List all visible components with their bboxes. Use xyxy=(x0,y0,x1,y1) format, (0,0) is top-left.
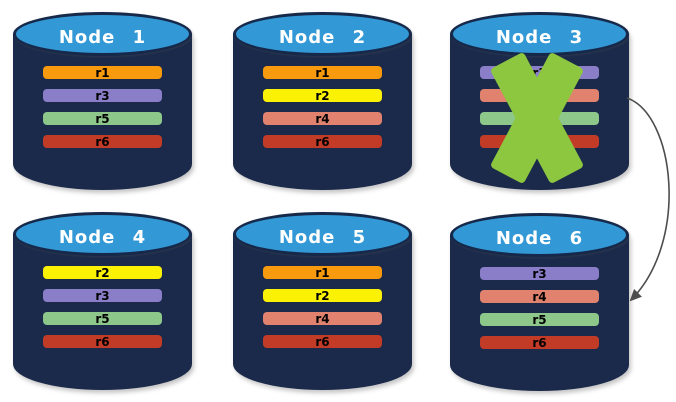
replica-list: r1 r3 r5 r6 xyxy=(43,66,162,148)
db-node: r3 r4 r5 r6 Node 3 xyxy=(450,12,629,190)
replica-label: r3 xyxy=(95,88,110,103)
replica-label: r6 xyxy=(95,134,110,149)
node-title: Node 6 xyxy=(495,227,584,249)
replica-bar: r5 xyxy=(43,112,162,125)
replica-bar: r1 xyxy=(263,66,382,79)
cylinder-top: Node 4 xyxy=(13,212,192,256)
replica-label: r4 xyxy=(532,88,547,103)
cylinder-top: Node 2 xyxy=(233,12,412,56)
replica-list: r2 r3 r5 r6 xyxy=(43,266,162,348)
replica-bar: r6 xyxy=(43,135,162,148)
replica-label: r5 xyxy=(95,311,110,326)
replica-bar: r2 xyxy=(263,89,382,102)
cylinder-top: Node 5 xyxy=(233,212,412,256)
replica-bar: r6 xyxy=(43,335,162,348)
db-node: r1 r2 r4 r6 Node 2 xyxy=(233,12,412,190)
replica-label: r6 xyxy=(532,335,547,350)
replica-bar: r6 xyxy=(263,135,382,148)
replica-bar: r6 xyxy=(480,135,599,148)
node-title: Node 2 xyxy=(278,26,367,48)
node-title: Node 4 xyxy=(58,226,147,248)
cylinder-top: Node 3 xyxy=(450,12,629,56)
replica-label: r1 xyxy=(315,265,330,280)
replica-label: r4 xyxy=(315,311,330,326)
replica-label: r1 xyxy=(315,65,330,80)
replica-bar: r2 xyxy=(263,289,382,302)
replica-label: r2 xyxy=(95,265,110,280)
replica-label: r4 xyxy=(532,289,547,304)
replica-label: r3 xyxy=(532,65,547,80)
replica-bar: r6 xyxy=(263,335,382,348)
replica-label: r5 xyxy=(532,312,547,327)
cylinder-top: Node 1 xyxy=(13,12,192,56)
replica-bar: r4 xyxy=(263,312,382,325)
replica-bar: r3 xyxy=(480,267,599,280)
replica-bar: r3 xyxy=(480,66,599,79)
replica-bar: r1 xyxy=(263,266,382,279)
replica-bar: r5 xyxy=(480,313,599,326)
replica-label: r6 xyxy=(532,134,547,149)
replica-bar: r3 xyxy=(43,289,162,302)
replica-list: r3 r4 r5 r6 xyxy=(480,66,599,148)
replica-bar: r5 xyxy=(43,312,162,325)
node-title: Node 1 xyxy=(58,26,147,48)
replica-label: r5 xyxy=(95,111,110,126)
db-node: r1 r2 r4 r6 Node 5 xyxy=(233,212,412,390)
replica-label: r2 xyxy=(315,288,330,303)
replica-label: r4 xyxy=(315,111,330,126)
replica-label: r5 xyxy=(532,111,547,126)
replica-label: r1 xyxy=(95,65,110,80)
node-title: Node 5 xyxy=(278,226,367,248)
replica-bar: r4 xyxy=(480,89,599,102)
replica-bar: r2 xyxy=(43,266,162,279)
replica-label: r2 xyxy=(315,88,330,103)
replica-label: r3 xyxy=(532,266,547,281)
replica-list: r3 r4 r5 r6 xyxy=(480,267,599,349)
replica-bar: r1 xyxy=(43,66,162,79)
replica-list: r1 r2 r4 r6 xyxy=(263,266,382,348)
node-title: Node 3 xyxy=(495,26,584,48)
replica-list: r1 r2 r4 r6 xyxy=(263,66,382,148)
db-node: r3 r4 r5 r6 Node 6 xyxy=(450,213,629,391)
db-node: r1 r3 r5 r6 Node 1 xyxy=(13,12,192,190)
db-node: r2 r3 r5 r6 Node 4 xyxy=(13,212,192,390)
replica-label: r6 xyxy=(315,134,330,149)
replica-bar: r3 xyxy=(43,89,162,102)
cylinder-top: Node 6 xyxy=(450,213,629,257)
replica-bar: r5 xyxy=(480,112,599,125)
replica-bar: r4 xyxy=(480,290,599,303)
arrow-curve xyxy=(626,97,670,302)
replica-bar: r4 xyxy=(263,112,382,125)
replica-bar: r6 xyxy=(480,336,599,349)
replica-label: r6 xyxy=(95,334,110,349)
replica-label: r3 xyxy=(95,288,110,303)
replica-label: r6 xyxy=(315,334,330,349)
